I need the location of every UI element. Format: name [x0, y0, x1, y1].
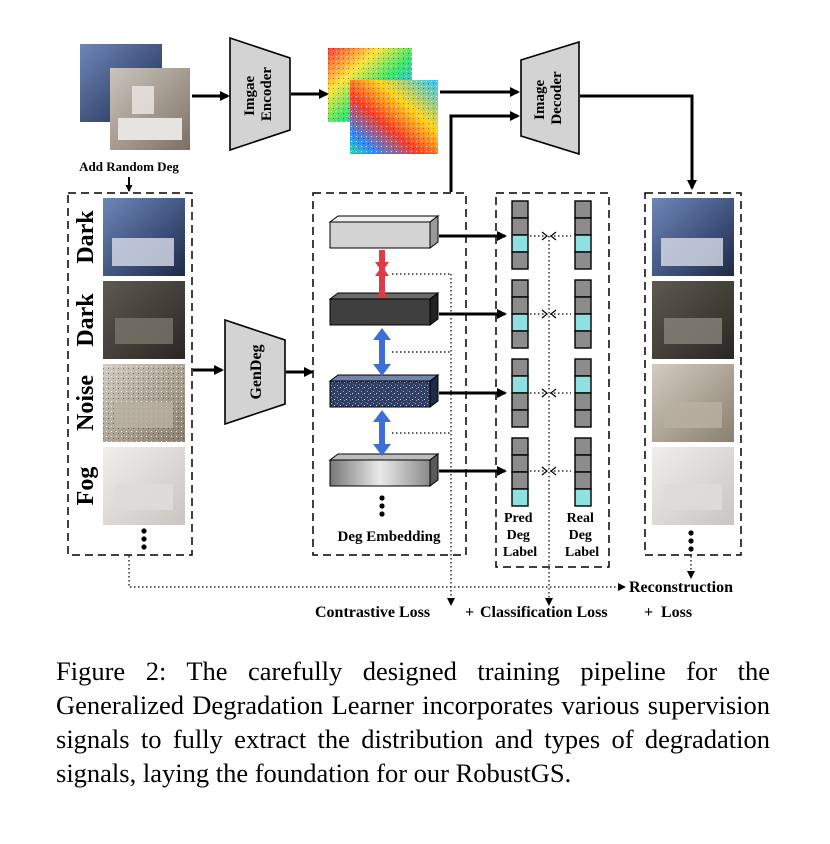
- embedding-bar-1: [328, 215, 440, 249]
- more-embeddings-ellipsis: [379, 495, 385, 517]
- pred-label-cell: [511, 313, 529, 332]
- gendeg-label: GenDeg: [248, 344, 265, 399]
- real-label-cell: [574, 234, 592, 253]
- pred-label-cell: [511, 234, 529, 253]
- contrastive-dotted-lines: [392, 273, 452, 600]
- pred-label-cell: [511, 200, 529, 219]
- contrastive-arrowhead: [447, 598, 455, 606]
- deg-type-label-4: Fog: [73, 467, 99, 506]
- pred-label-cell: [511, 296, 529, 315]
- degraded-image-dark-2: [103, 281, 185, 359]
- reconstruction-arrowhead: [618, 583, 626, 591]
- pred-label-cell: [511, 251, 529, 270]
- arrow-decoder-to-output: [580, 94, 697, 190]
- reconstruction-arrowhead-down: [687, 571, 695, 579]
- degraded-image-dark-1: [103, 198, 185, 276]
- real-label-cell: [574, 217, 592, 236]
- feature-maps: [328, 48, 438, 154]
- repel-arrow-red: [375, 250, 389, 298]
- pred-label-cell: [511, 392, 529, 411]
- pred-label-cell: [511, 454, 529, 473]
- real-label-cell: [574, 251, 592, 270]
- reconstructed-image-3: [652, 364, 734, 442]
- pred-label-cell: [511, 409, 529, 428]
- attract-arrow-blue-1: [373, 328, 391, 376]
- loss-line: Contrastive Loss + Classification Loss +…: [315, 604, 692, 621]
- classification-chevrons: [541, 231, 557, 476]
- pred-label-cell: [511, 279, 529, 298]
- degraded-image-fog: [103, 447, 185, 525]
- real-label-cell: [574, 358, 592, 377]
- pred-deg-label: Pred Deg Label: [503, 511, 537, 560]
- classification-arrowhead: [545, 598, 553, 606]
- embedding-bar-3: [328, 374, 440, 408]
- pred-label-cell: [511, 358, 529, 377]
- deg-labels-box: [495, 192, 610, 568]
- attract-arrow-blue-2: [373, 410, 391, 456]
- pred-label-cell: [511, 330, 529, 349]
- real-label-cell: [574, 279, 592, 298]
- real-deg-label: Real Deg Label: [565, 511, 599, 560]
- deg-embedding-box: [312, 192, 467, 556]
- more-images-ellipsis-left: [141, 528, 147, 550]
- more-images-ellipsis-right: [688, 530, 694, 552]
- real-label-cell: [574, 437, 592, 456]
- real-label-cell: [574, 330, 592, 349]
- arrow-embedding-to-decoder: [449, 111, 520, 192]
- reconstructed-image-4: [652, 447, 734, 525]
- reconstructed-image-2: [652, 281, 734, 359]
- pred-label-cell: [511, 375, 529, 394]
- pred-label-cell: [511, 437, 529, 456]
- real-label-cell: [574, 296, 592, 315]
- degraded-image-noise: [103, 364, 185, 442]
- add-random-deg-label: Add Random Deg: [79, 159, 179, 174]
- reconstructed-images-box: [644, 192, 742, 556]
- image-encoder-block: [229, 36, 291, 152]
- reconstruction-dotted-line: [128, 556, 618, 588]
- embedding-bar-4: [328, 453, 440, 487]
- reconstruction-label: Reconstruction: [629, 579, 733, 596]
- deg-type-label-1: Dark: [73, 210, 99, 264]
- degraded-images-box: [67, 192, 193, 556]
- real-label-cell: [574, 471, 592, 490]
- input-image-stack: [80, 44, 190, 150]
- pred-label-cell: [511, 488, 529, 507]
- real-label-cell: [574, 392, 592, 411]
- real-label-cell: [574, 409, 592, 428]
- figure-caption: Figure 2: The carefully designed trainin…: [56, 656, 770, 788]
- pred-label-cell: [511, 217, 529, 236]
- image-encoder-label: Imgae Encoder: [242, 67, 275, 122]
- deg-embedding-label: Deg Embedding: [338, 529, 441, 545]
- reconstructed-image-1: [652, 198, 734, 276]
- pipeline-diagram: Imgae Encoder Image Decoder Add Random D…: [67, 36, 742, 621]
- real-label-cell: [574, 200, 592, 219]
- label-columns: [511, 200, 592, 507]
- embedding-bar-2: [328, 292, 440, 326]
- gendeg-block: [224, 318, 286, 426]
- embedding-to-label-arrows: [439, 231, 507, 476]
- image-decoder-block: [520, 40, 580, 156]
- deg-type-label-3: Noise: [73, 375, 99, 431]
- deg-type-label-2: Dark: [73, 293, 99, 347]
- real-label-cell: [574, 454, 592, 473]
- real-label-cell: [574, 488, 592, 507]
- real-label-cell: [574, 375, 592, 394]
- image-decoder-label: Image Decoder: [532, 71, 565, 125]
- pred-label-cell: [511, 471, 529, 490]
- real-label-cell: [574, 313, 592, 332]
